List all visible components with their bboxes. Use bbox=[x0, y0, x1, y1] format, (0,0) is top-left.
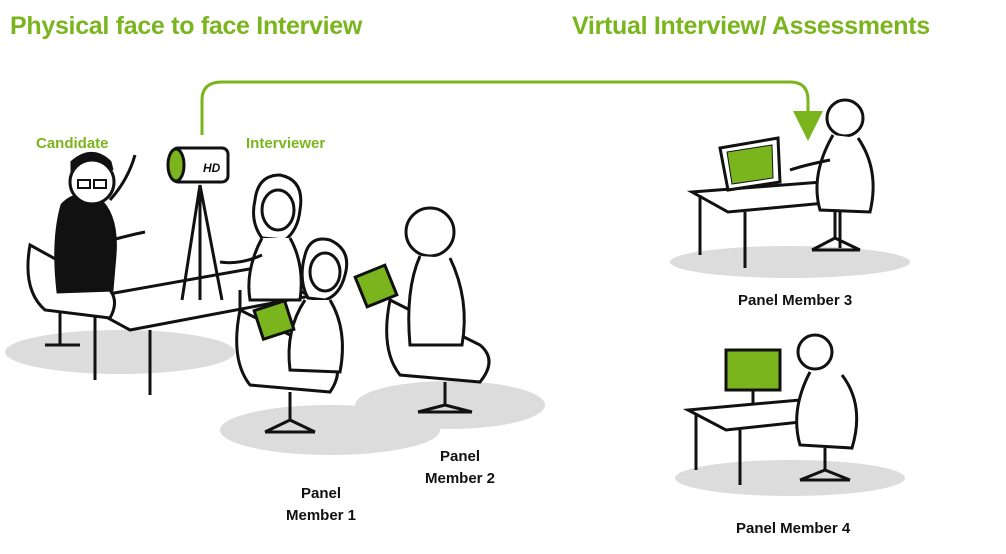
tablet bbox=[252, 298, 296, 342]
panel-member-1-figure bbox=[235, 237, 349, 434]
panel-member-3-workstation bbox=[686, 98, 875, 268]
panel-member-2-figure bbox=[353, 206, 491, 414]
candidate-label: Candidate bbox=[36, 135, 109, 152]
video-link-arrow bbox=[200, 80, 823, 141]
panel-member-2-line1: Panel bbox=[439, 448, 481, 465]
panel-member-4-label: Panel Member 4 bbox=[736, 520, 851, 537]
panel-member-1-line2: Member 1 bbox=[285, 507, 357, 524]
panel-member-1-line1: Panel bbox=[300, 485, 342, 502]
tablet bbox=[353, 263, 399, 309]
virtual-interview-title: Virtual Interview/ Assessments bbox=[572, 12, 930, 40]
candidate-body bbox=[54, 193, 117, 294]
panel-member-2-label: Panel Member 2 bbox=[414, 446, 506, 490]
panel-member-2-line2: Member 2 bbox=[424, 470, 496, 487]
interviewer-figure bbox=[219, 173, 303, 302]
physical-interview-title: Physical face to face Interview bbox=[10, 12, 362, 40]
candidate-figure bbox=[26, 152, 146, 347]
panel-member-4-workstation bbox=[682, 333, 859, 485]
hd-video-camera bbox=[166, 146, 230, 301]
panel-member-1-label: Panel Member 1 bbox=[278, 483, 364, 527]
camera-hd-label: HD bbox=[203, 161, 221, 175]
monitor bbox=[724, 348, 782, 392]
panel-member-3-label: Panel Member 3 bbox=[738, 292, 853, 309]
interviewer-label: Interviewer bbox=[246, 135, 326, 152]
